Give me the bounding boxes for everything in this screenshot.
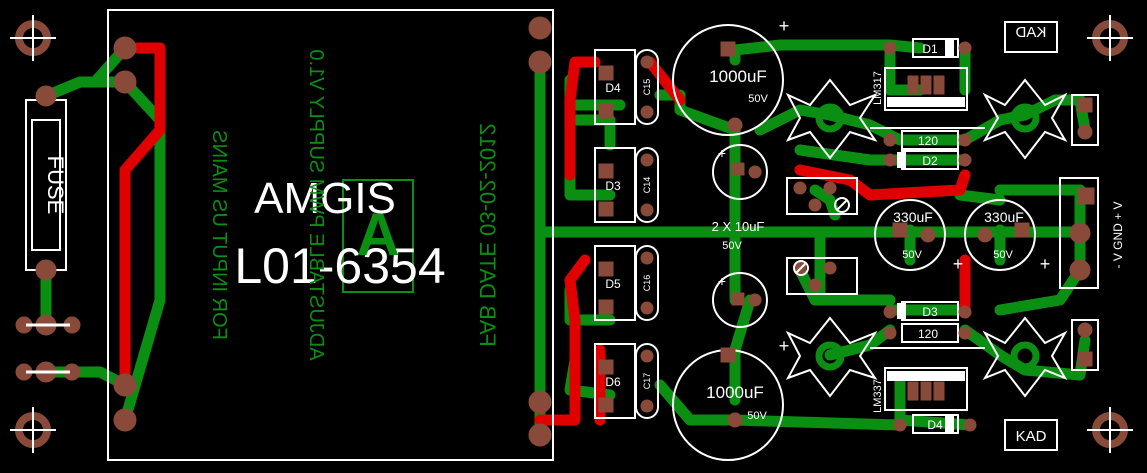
cap-330-right-voltage: 50V — [993, 249, 1013, 261]
cap-330-right-value: 330uF — [984, 209, 1024, 225]
regulator-tabs — [887, 40, 965, 432]
bridge-d5-label: D5 — [605, 277, 621, 291]
cap-330-left-voltage: 50V — [902, 249, 922, 261]
heatsinks — [785, 78, 1068, 398]
svg-text:+: + — [779, 336, 790, 356]
bridge-d6-label: D6 — [605, 375, 621, 389]
svg-text:+: + — [1040, 254, 1051, 274]
kad-top: KAD — [1015, 24, 1046, 41]
mirrored-text-2: FAB DATE 03-02-2012 — [475, 123, 500, 346]
cap-top-voltage: 50V — [748, 93, 768, 105]
r-bottom-label: 120 — [918, 327, 938, 341]
polarity-marks: + + + + + + — [718, 16, 1050, 356]
c14-label: C14 — [642, 177, 652, 194]
d3-label: D3 — [922, 305, 938, 319]
c15-label: C15 — [642, 79, 652, 96]
jumpers — [26, 323, 70, 374]
cap-330-left-value: 330uF — [893, 209, 933, 225]
mirrored-text-3: FOR INPUT US MAINS — [208, 130, 230, 340]
d1-label: D1 — [922, 42, 938, 56]
cap-top-value: 1000uF — [709, 67, 767, 86]
logo-mark: A — [356, 201, 399, 268]
mounting-crosshairs — [10, 15, 1133, 453]
silkscreen-outlines — [25, 9, 1099, 461]
red-traces — [119, 42, 971, 426]
lm317-label: LM317 — [872, 71, 884, 105]
d2-label: D2 — [922, 154, 938, 168]
c16-label: C16 — [642, 275, 652, 292]
heatsink-pads — [815, 103, 1040, 371]
d4-label: D4 — [927, 418, 943, 432]
trimpot-icons — [793, 197, 850, 276]
lm337-label: LM337 — [872, 379, 884, 413]
c17-label: C17 — [642, 373, 652, 390]
connector-label: - V GND + V — [1111, 201, 1125, 268]
fuse-label: FUSE — [43, 156, 68, 215]
mirrored-text-1: ADJUSTABLE PWM SUPPLY V1.0 — [305, 49, 327, 360]
svg-text:+: + — [718, 145, 726, 161]
svg-text:+: + — [779, 16, 790, 36]
bridge-d4-label: D4 — [605, 81, 621, 95]
svg-text:+: + — [953, 254, 964, 274]
r-top-label: 120 — [918, 134, 938, 148]
cap-bottom-value: 1000uF — [706, 383, 764, 402]
part-number: L01-6354 — [234, 238, 445, 294]
cap-bottom-voltage: 50V — [747, 410, 767, 422]
board-title: AMGIS — [254, 174, 396, 223]
kad-bottom: KAD — [1016, 428, 1047, 445]
caps-label: 2 X 10uF — [712, 219, 765, 234]
bridge-d3-label: D3 — [605, 179, 621, 193]
caps-voltage: 50V — [722, 240, 742, 252]
svg-text:+: + — [718, 273, 726, 289]
